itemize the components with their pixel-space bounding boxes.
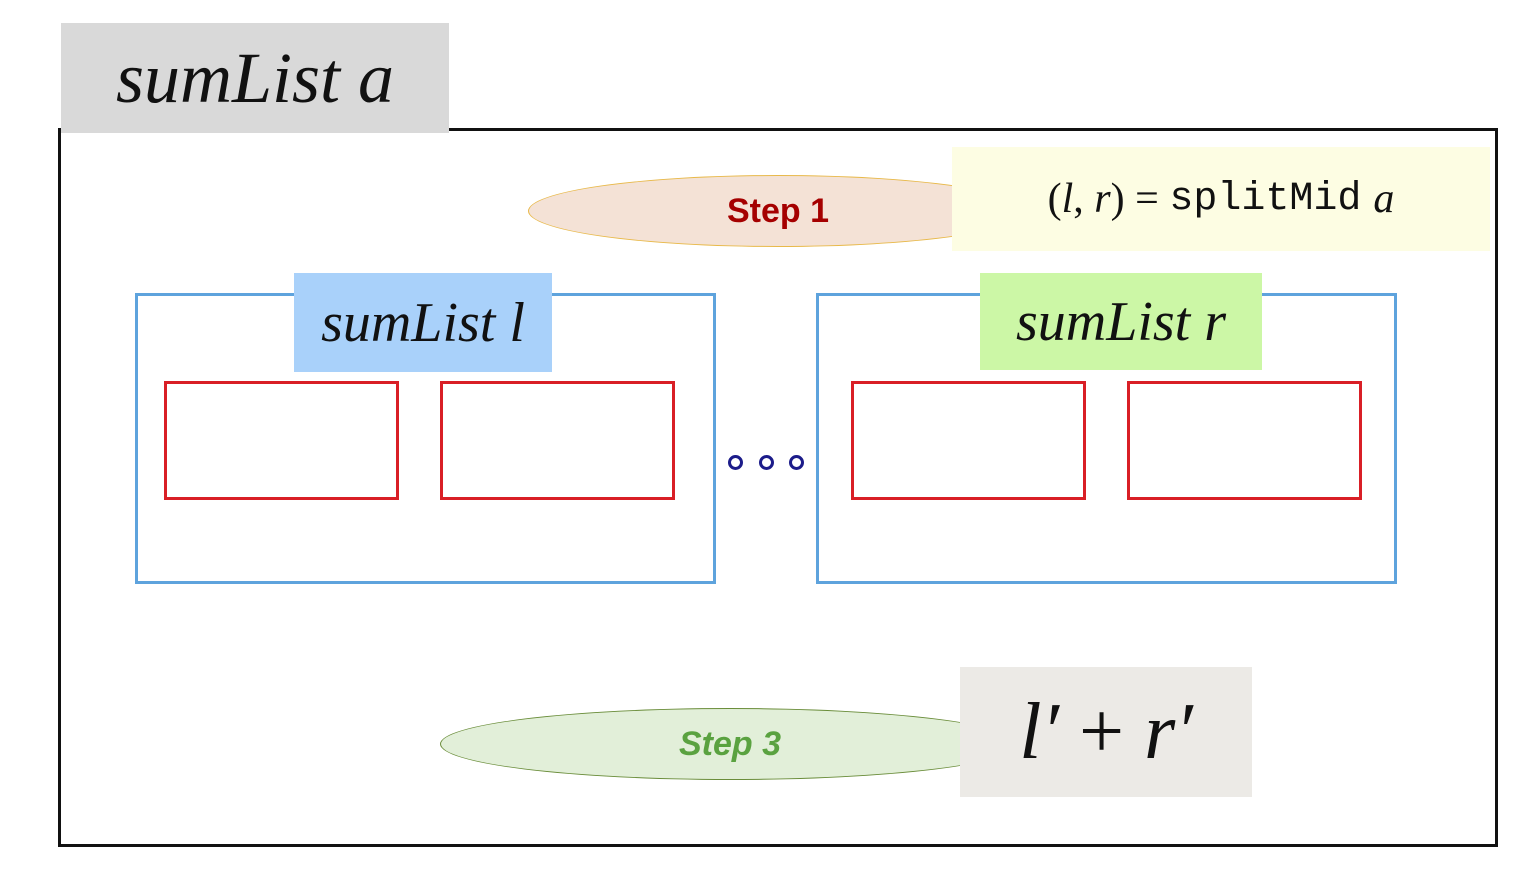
- formula-arg: a: [1373, 176, 1395, 222]
- step-3-ellipse: Step 3: [440, 708, 1020, 780]
- step-1-ellipse: Step 1: [528, 175, 1028, 247]
- formula-l: l: [1061, 176, 1074, 222]
- formula-comma: ,: [1073, 176, 1095, 222]
- sublist-left-label: sumList l: [294, 273, 552, 372]
- dot-1: [728, 454, 743, 470]
- sublist-right-label: sumList r: [980, 273, 1262, 370]
- outer-frame: [58, 128, 1498, 847]
- left-cell-1: [164, 381, 399, 500]
- left-cell-2: [440, 381, 675, 500]
- sum-left-term: l′: [1019, 687, 1059, 776]
- formula-open-paren: (: [1047, 176, 1062, 222]
- sum-formula: l′ + r′: [960, 667, 1252, 797]
- split-formula: ( l , r ) = splitMid a: [952, 147, 1490, 251]
- title-tab: sumList a: [61, 23, 449, 133]
- formula-close-paren: ): [1110, 176, 1125, 222]
- step-3-label: Step 3: [678, 724, 782, 763]
- dot-2: [758, 454, 774, 470]
- title-text: sumList a: [115, 38, 395, 118]
- formula-func: splitMid: [1169, 176, 1362, 222]
- ellipsis-dots-icon: [728, 452, 804, 472]
- sum-right-term: r′: [1144, 687, 1193, 776]
- formula-equals: =: [1124, 176, 1170, 222]
- right-cell-2: [1127, 381, 1362, 500]
- formula-r: r: [1094, 176, 1111, 222]
- step-1-label: Step 1: [726, 191, 830, 230]
- sum-plus: +: [1058, 687, 1145, 776]
- dot-3: [789, 454, 804, 470]
- right-cell-1: [851, 381, 1086, 500]
